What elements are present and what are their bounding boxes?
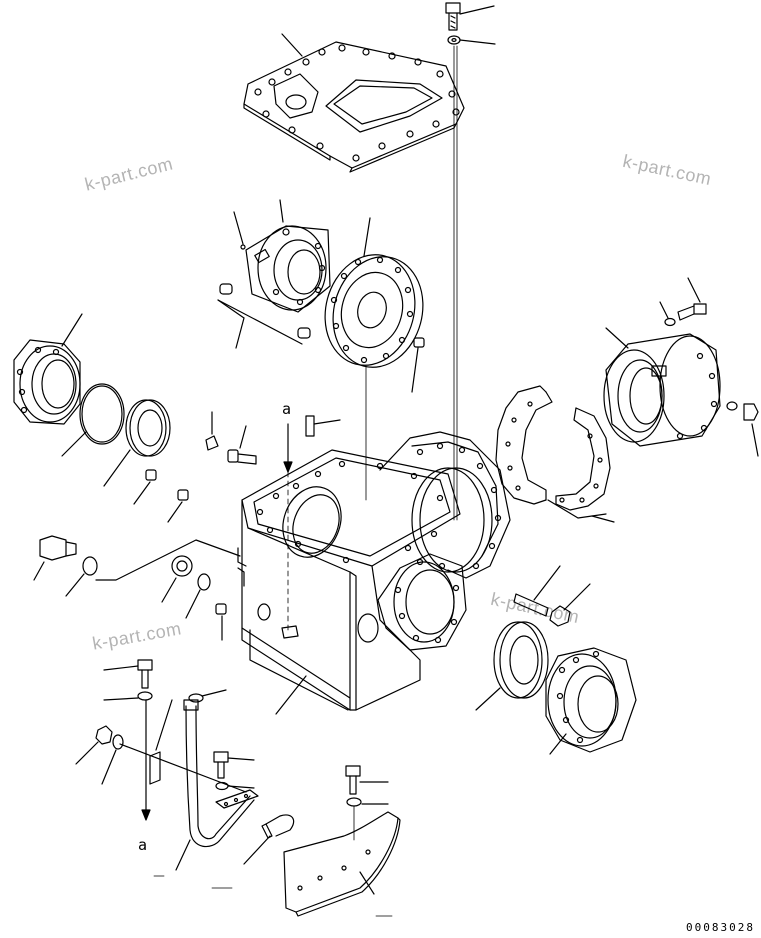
shim-gasket-right xyxy=(496,386,614,522)
transmission-case xyxy=(238,432,510,714)
reference-arrow-a-top xyxy=(282,424,298,638)
plug-small-1 xyxy=(134,470,156,504)
small-plug-right xyxy=(727,402,758,456)
hex-bolt-middle xyxy=(228,426,256,464)
bolt-clamp xyxy=(214,752,254,778)
o-ring-pipe xyxy=(189,690,226,702)
bolt-bottom-left xyxy=(104,660,152,688)
o-ring-leader xyxy=(96,540,240,580)
reference-arrow-a-bottom xyxy=(142,700,150,820)
plug-medium xyxy=(162,556,192,602)
top-washer xyxy=(448,36,495,44)
plug-small-2 xyxy=(168,490,188,522)
o-ring-small-left xyxy=(66,557,97,596)
reference-mark-a-top: a xyxy=(282,400,291,418)
final-drive-housing-left xyxy=(14,314,82,424)
washer-bottom-left-2 xyxy=(102,735,123,784)
bearing-cage-right xyxy=(604,328,720,446)
nut-bottom-left xyxy=(76,726,112,764)
drain-plug-large xyxy=(34,536,76,580)
bolt-right-top xyxy=(678,278,706,320)
oil-seal-right xyxy=(476,622,548,710)
small-bolts-upper-left xyxy=(218,284,310,348)
o-ring-medium xyxy=(186,574,210,618)
guard-plate xyxy=(284,806,400,916)
hose-fitting xyxy=(244,815,294,864)
bolt-guard xyxy=(346,766,388,794)
washer-bottom-left xyxy=(104,692,152,700)
drawing-code: 00083028 xyxy=(686,921,755,934)
o-ring-left xyxy=(62,384,124,456)
flange-nut xyxy=(412,338,424,392)
elbow-fitting xyxy=(206,412,218,450)
small-elbow-plug xyxy=(216,604,226,640)
oil-pipe xyxy=(176,700,254,870)
oil-seal-left xyxy=(104,400,170,486)
top-bolt xyxy=(446,3,494,30)
top-cover-plate xyxy=(244,34,464,172)
stud-bolt xyxy=(514,566,560,616)
stud-nut xyxy=(550,584,590,626)
bevel-gear-flange xyxy=(313,218,435,500)
final-drive-housing-right xyxy=(546,648,636,754)
pipe-clamp xyxy=(216,790,258,808)
reference-mark-a-bottom: a xyxy=(138,836,147,854)
bearing-cage-upper-left xyxy=(234,200,330,312)
mounting-bracket xyxy=(120,700,246,792)
washer-right-top xyxy=(660,302,675,326)
dowel-pin xyxy=(306,416,340,436)
washer-clamp xyxy=(216,783,254,790)
washer-guard xyxy=(347,798,388,806)
